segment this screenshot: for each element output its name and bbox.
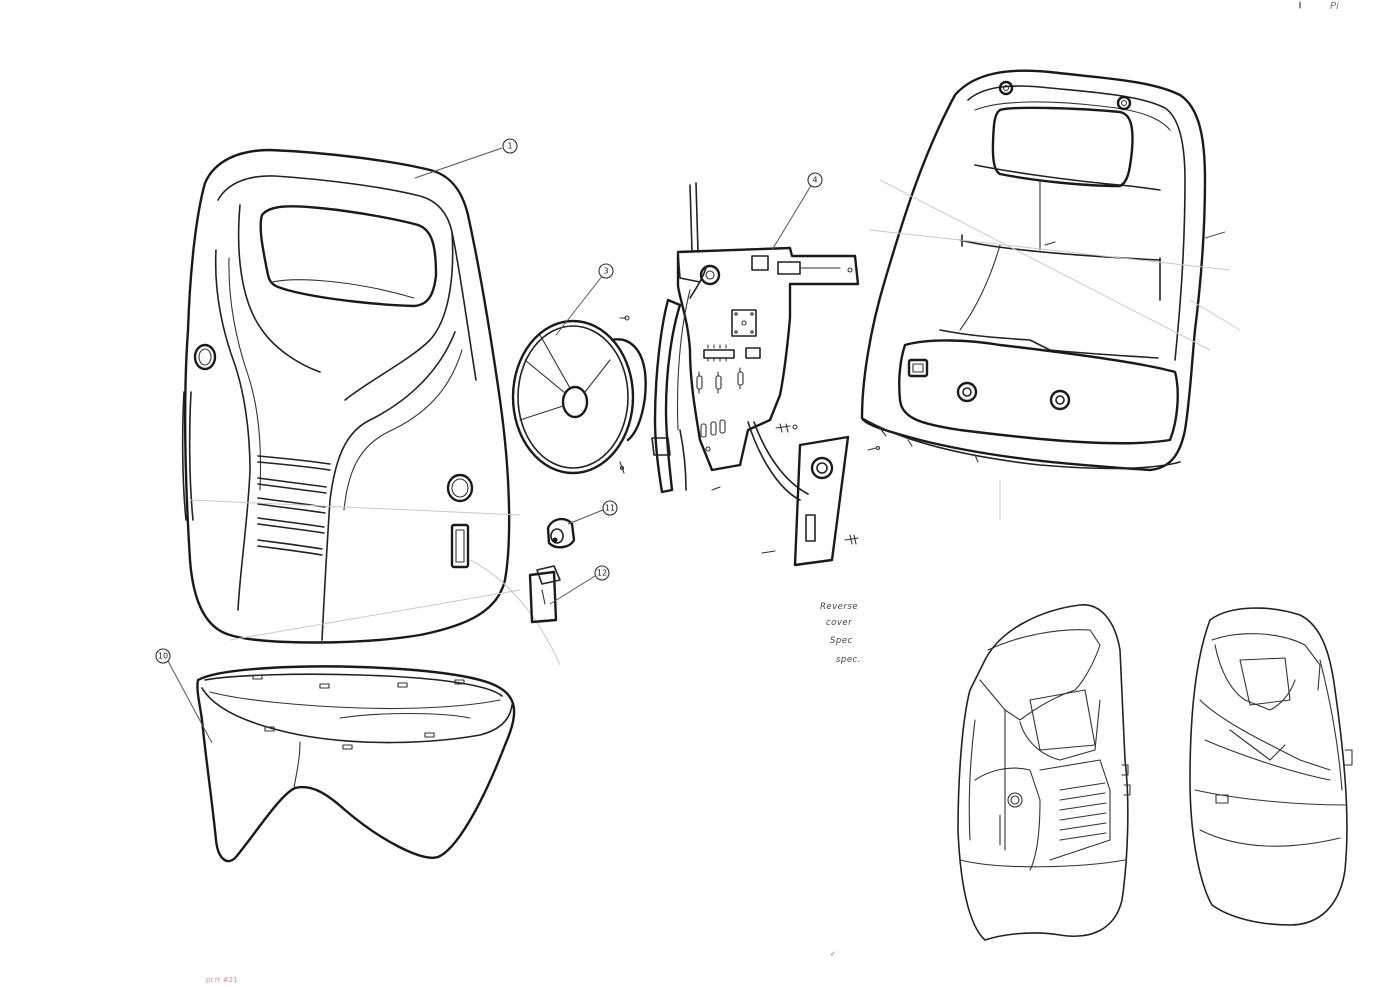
assembled-rear-view	[1189, 607, 1353, 926]
callout-10	[155, 648, 171, 664]
jack-plate-part	[761, 435, 859, 567]
callout-1-label: 1	[507, 142, 512, 151]
callout-10-label: 10	[158, 652, 168, 661]
footer-mark: pr.rt #21	[206, 976, 238, 984]
switch-part-12	[528, 565, 561, 624]
note-cover: cover	[826, 618, 852, 628]
front-shell-part-1	[181, 148, 561, 666]
callout-11-label: 11	[605, 504, 615, 513]
callout-3	[598, 263, 614, 279]
base-cup-part-10	[196, 665, 516, 863]
corner-annotation: Pi	[1330, 1, 1339, 12]
note-reverse: Reverse	[820, 602, 858, 612]
assembled-front-view	[957, 604, 1131, 941]
circuit-board-part-4	[651, 182, 881, 501]
callout-11	[602, 500, 618, 516]
rear-shell-part	[860, 69, 1241, 520]
speaker-part-3	[511, 315, 647, 475]
callout-4	[807, 172, 823, 188]
callout-3-label: 3	[603, 267, 608, 276]
note-spec-2: spec.	[836, 655, 861, 665]
note-spec: Spec	[830, 636, 853, 646]
callout-1	[502, 138, 518, 154]
small-mark: ✓	[830, 950, 836, 958]
knob-part-11	[546, 517, 576, 549]
callout-4-label: 4	[812, 176, 817, 185]
callout-12-label: 12	[597, 569, 607, 578]
callout-12	[594, 565, 610, 581]
